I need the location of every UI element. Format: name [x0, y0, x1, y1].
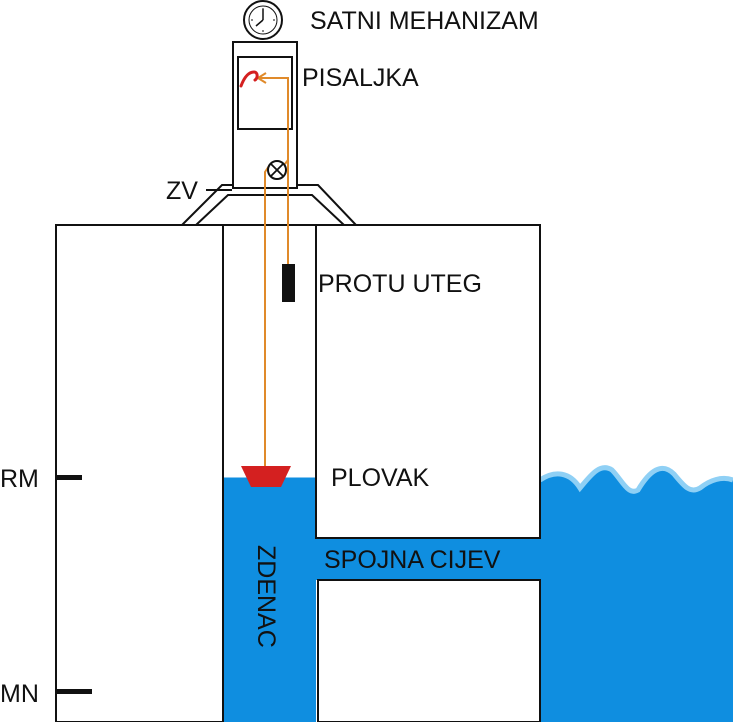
- recorder-panel: [237, 56, 293, 130]
- river-water: [540, 467, 733, 722]
- label-pen: PISALJKA: [302, 64, 419, 92]
- left-wall-block: [55, 224, 224, 722]
- river-surface: [538, 465, 733, 494]
- water: [223, 465, 733, 722]
- label-float: PLOVAK: [331, 464, 430, 492]
- counterweight: [282, 264, 295, 302]
- clock-icon: [243, 0, 283, 40]
- label-clock: SATNI MEHANIZAM: [310, 7, 539, 35]
- pipe-water: [223, 538, 543, 580]
- mn-level-mark: [56, 689, 92, 694]
- label-mn: MN: [0, 680, 39, 708]
- label-counterweight: PROTU UTEG: [318, 270, 482, 298]
- roof-inner: [193, 194, 347, 226]
- label-rm: RM: [0, 465, 39, 493]
- label-zv: ZV: [166, 177, 198, 205]
- pen-icon: [239, 70, 259, 88]
- float-cable: [264, 165, 270, 466]
- label-well: ZDENAC: [252, 545, 280, 648]
- roof: [179, 184, 359, 226]
- right-lower-block: [317, 579, 541, 722]
- well-water-upper-right: [223, 478, 316, 538]
- float: [241, 466, 291, 487]
- counterweight-cable-top: [284, 159, 289, 165]
- label-pipe: SPOJNA CIJEV: [324, 546, 501, 574]
- right-wall-block: [315, 224, 541, 539]
- pulley-icon: [267, 160, 287, 180]
- counterweight-cable: [260, 77, 289, 268]
- rm-level-mark: [56, 475, 82, 480]
